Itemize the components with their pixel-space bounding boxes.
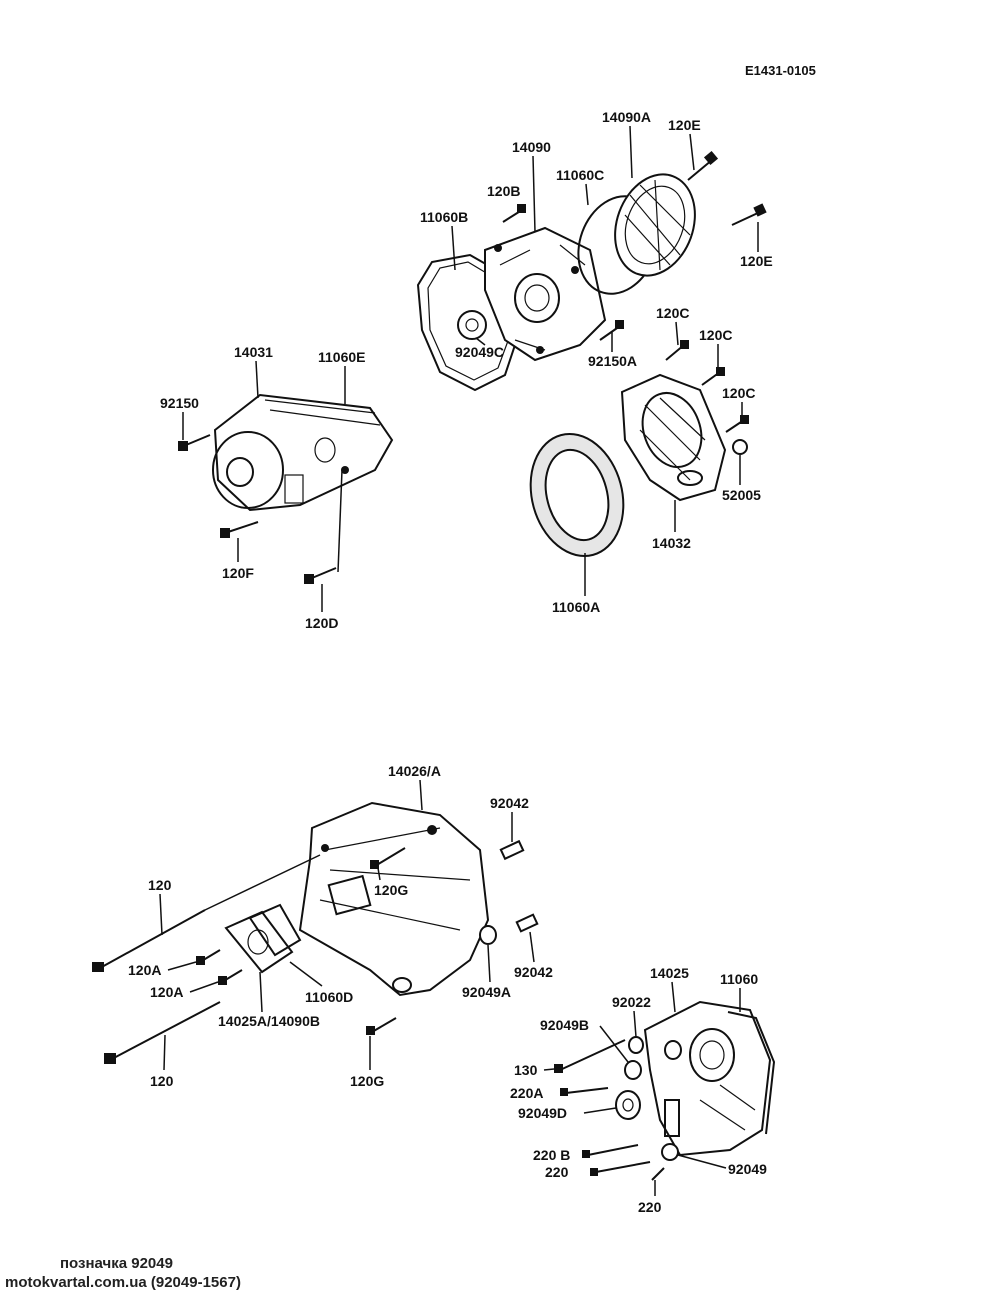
label-120a-1: 120A (128, 962, 161, 978)
bolt-92150a (599, 320, 624, 341)
seal-92049d (615, 1090, 641, 1120)
cover-14031 (212, 393, 394, 512)
label-14026a: 14026/A (388, 763, 441, 779)
label-11060c: 11060C (556, 167, 604, 183)
diagram-code: E1431-0105 (745, 63, 816, 78)
label-92049a: 92049A (462, 984, 511, 1000)
label-52005: 52005 (722, 487, 761, 503)
gasket-11060d (248, 903, 302, 957)
label-220-2: 220 (638, 1199, 662, 1215)
seal-92049c (457, 310, 487, 340)
label-120d: 120D (305, 615, 338, 631)
label-11060e: 11060E (318, 349, 366, 365)
bolt-220b (582, 1144, 639, 1158)
label-92042-bottom: 92042 (514, 964, 553, 980)
seal-92049a (479, 925, 497, 945)
label-120a-2: 120A (150, 984, 183, 1000)
bolt-120a-2 (218, 969, 243, 985)
plate-14025a (224, 910, 294, 974)
bolt-120d (304, 567, 337, 584)
label-14031: 14031 (234, 344, 273, 360)
bolt-120f (220, 521, 259, 538)
gasket-11060 (727, 1011, 776, 1135)
label-120e-top: 120E (668, 117, 701, 133)
label-220a: 220A (510, 1085, 543, 1101)
pin-92042-bottom (515, 913, 539, 933)
label-11060a: 11060A (552, 599, 600, 615)
cover-14090 (484, 226, 607, 362)
label-92150: 92150 (160, 395, 199, 411)
bolt-120c-2 (701, 367, 725, 386)
label-14090: 14090 (512, 139, 551, 155)
label-11060: 11060 (720, 971, 758, 987)
nut-92049 (661, 1143, 679, 1161)
washer-92022 (628, 1036, 644, 1054)
cover-14025 (643, 1000, 772, 1157)
bolt-120e-top (687, 150, 719, 181)
nut-52005 (732, 439, 748, 455)
label-11060b: 11060B (420, 209, 468, 225)
bolt-120g-top (370, 847, 406, 869)
gasket-11060a (529, 432, 625, 558)
label-92049: 92049 (728, 1161, 767, 1177)
long-bolt-120-bottom (104, 1001, 221, 1064)
label-120g-bottom: 120G (350, 1073, 384, 1089)
label-92022: 92022 (612, 994, 651, 1010)
label-120e-right: 120E (740, 253, 773, 269)
label-120g-top: 120G (374, 882, 408, 898)
long-bolt-120-top (92, 854, 321, 972)
label-120f: 120F (222, 565, 254, 581)
label-220b: 220 B (533, 1147, 570, 1163)
footer-caption: позначка 92049 (60, 1255, 173, 1272)
label-92049b: 92049B (540, 1017, 589, 1033)
label-92049c: 92049C (455, 344, 504, 360)
footer-source: motokvartal.com.ua (92049-1567) (5, 1274, 241, 1291)
bolt-220-1 (590, 1161, 651, 1176)
case-14026a (298, 801, 490, 997)
cover-14032 (620, 373, 727, 502)
label-120c-2: 120C (699, 327, 732, 343)
label-120b: 120B (487, 183, 520, 199)
bolt-120b (502, 204, 526, 223)
bolt-120e-right (731, 203, 767, 226)
label-11060d: 11060D (305, 989, 353, 1005)
bolt-120g-bottom (366, 1017, 397, 1035)
pin-92042-top (499, 839, 525, 861)
bolt-120c-3 (725, 415, 749, 433)
label-120c-3: 120C (722, 385, 755, 401)
label-220-1: 220 (545, 1164, 569, 1180)
cover-14090a (614, 173, 696, 277)
bolt-92150 (178, 434, 211, 451)
label-130: 130 (514, 1062, 538, 1078)
label-120c-1: 120C (656, 305, 689, 321)
label-92150a: 92150A (588, 353, 637, 369)
bolt-120c-1 (665, 340, 689, 361)
seal-92049b (624, 1060, 642, 1080)
bolt-120a-1 (196, 949, 221, 965)
bolt-220a (560, 1087, 609, 1096)
label-14090a: 14090A (602, 109, 651, 125)
label-14032: 14032 (652, 535, 691, 551)
label-92042-top: 92042 (490, 795, 529, 811)
label-14025a-14090b: 14025A/14090B (218, 1013, 320, 1029)
label-14025: 14025 (650, 965, 689, 981)
label-92049d: 92049D (518, 1105, 567, 1121)
label-120-bottom: 120 (150, 1073, 174, 1089)
label-120-top: 120 (148, 877, 172, 893)
bolt-220-2 (651, 1167, 665, 1181)
